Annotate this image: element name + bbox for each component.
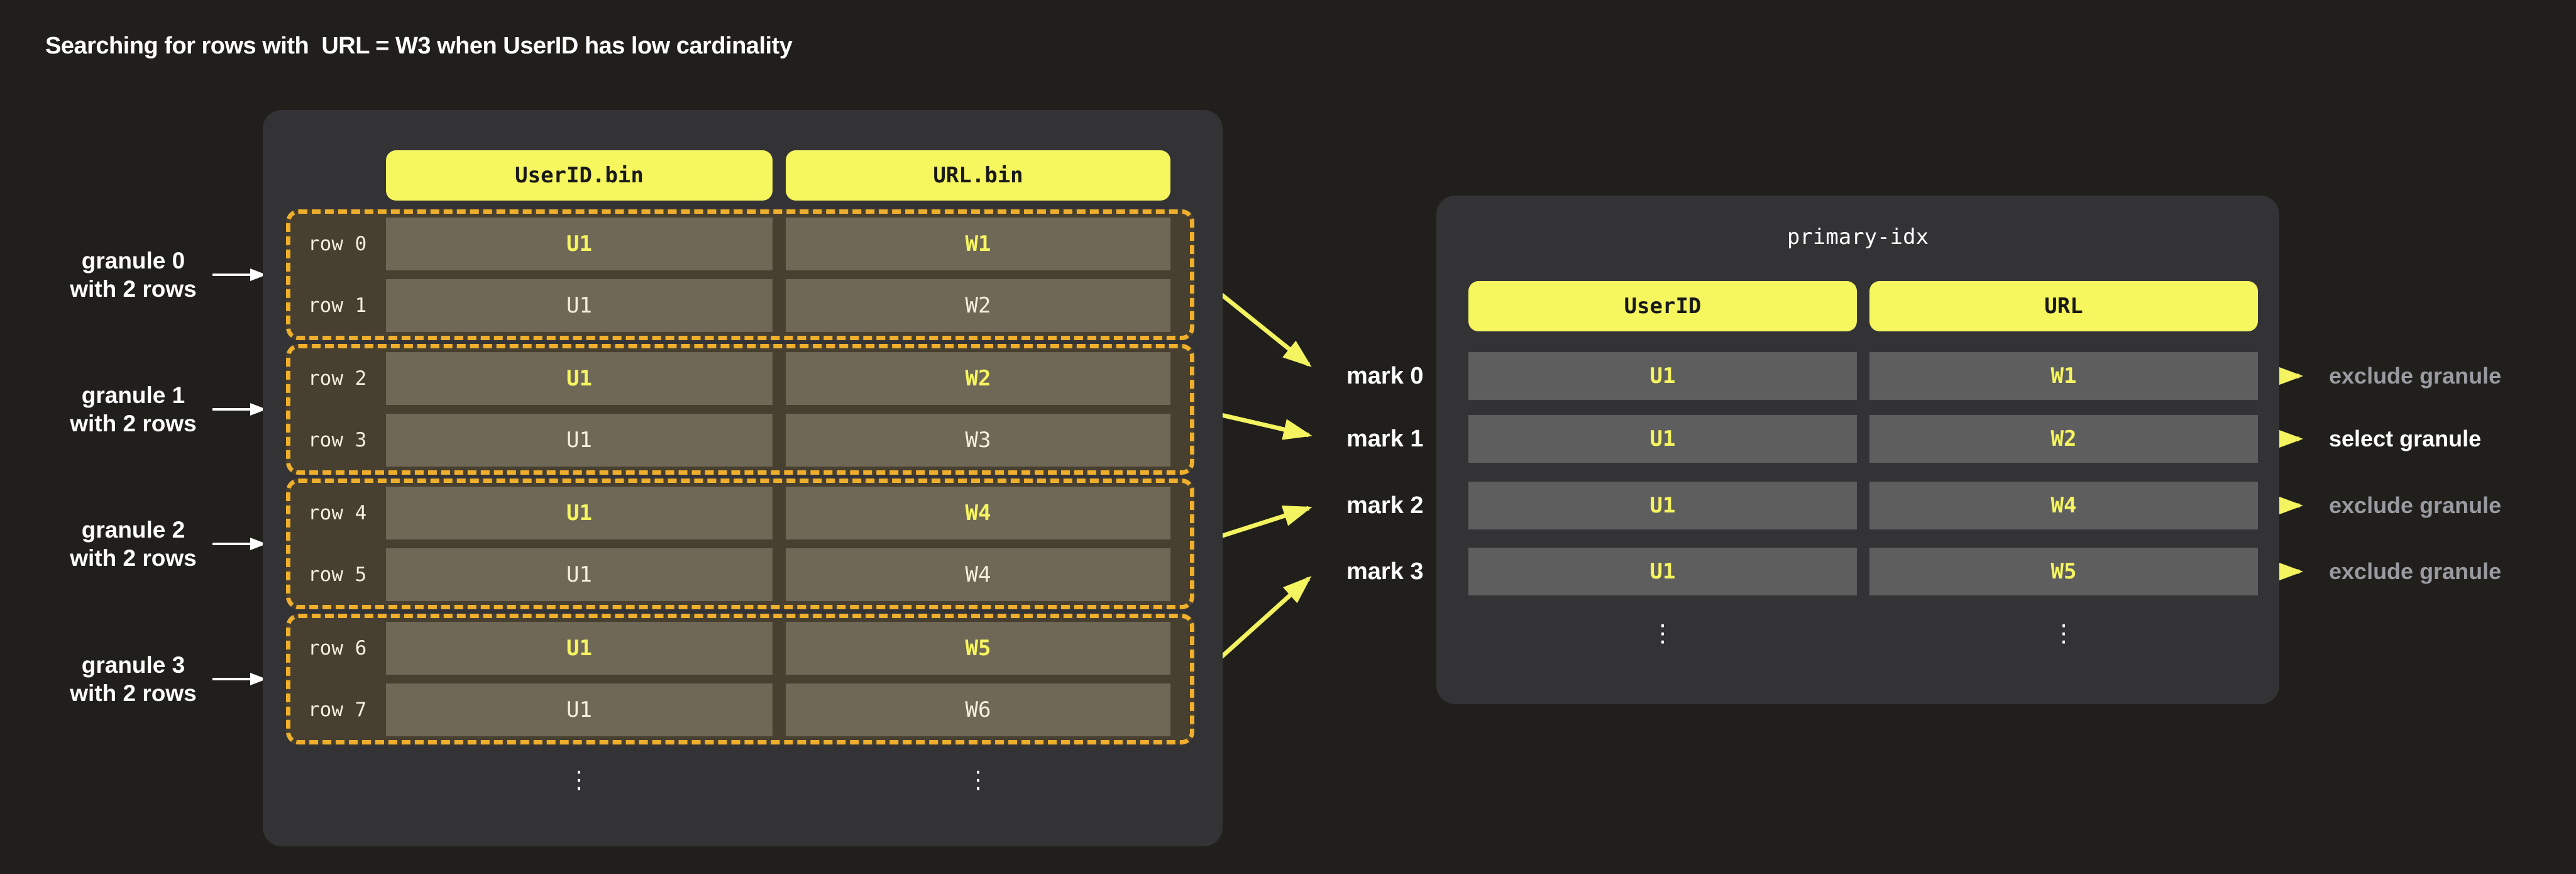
url-cell: W6 [786, 683, 1170, 736]
granule-label-2: granule 2 with 2 rows [58, 516, 209, 572]
granule-label-3: granule 3 with 2 rows [58, 651, 209, 707]
primary-index-title: primary-idx [1786, 224, 1929, 250]
granule-box-1: row 2 U1 W2 row 3 U1 W3 [286, 344, 1194, 475]
index-url-cell: W4 [1869, 482, 2258, 529]
primary-index-panel: primary-idx UserID URL U1 W1 U1 W2 U1 W4… [1436, 196, 2279, 704]
granule-label-line2: with 2 rows [70, 680, 197, 706]
index-url-cell: W1 [1869, 352, 2258, 400]
granule-label-line1: granule 2 [81, 517, 185, 543]
userid-cell: U1 [386, 279, 773, 332]
userid-cell: U1 [386, 548, 773, 601]
granule-label-line2: with 2 rows [70, 545, 197, 571]
bin-files-panel: UserID.bin URL.bin row 0 U1 W1 row 1 U1 … [263, 110, 1223, 846]
mark-label-0: mark 0 [1346, 363, 1424, 389]
table-row: row 3 U1 W3 [290, 414, 1190, 467]
row-label: row 0 [308, 233, 367, 255]
action-label-1: select granule [2329, 426, 2482, 451]
userid-cell: U1 [386, 218, 773, 270]
action-label-0: exclude granule [2329, 363, 2502, 389]
row-label: row 3 [308, 429, 367, 451]
granule-label-line2: with 2 rows [70, 276, 197, 302]
granule-label-line1: granule 1 [81, 382, 185, 408]
mark-label-2: mark 2 [1346, 492, 1424, 519]
mark-label-1: mark 1 [1346, 426, 1424, 452]
index-userid-cell: U1 [1468, 352, 1857, 400]
table-row: row 6 U1 W5 [290, 622, 1190, 675]
userid-cell: U1 [386, 683, 773, 736]
column-header-userid-bin: UserID.bin [386, 150, 773, 201]
column-header-url: URL [1869, 281, 2258, 331]
mark-label-3: mark 3 [1346, 558, 1424, 585]
column-ellipsis: ⋮ [1651, 619, 1675, 647]
url-cell: W5 [786, 622, 1170, 675]
table-row: row 0 U1 W1 [290, 218, 1190, 270]
url-cell: W2 [786, 279, 1170, 332]
url-cell: W1 [786, 218, 1170, 270]
index-userid-cell: U1 [1468, 482, 1857, 529]
action-label-3: exclude granule [2329, 558, 2502, 584]
action-label-2: exclude granule [2329, 492, 2502, 518]
userid-cell: U1 [386, 622, 773, 675]
userid-cell: U1 [386, 487, 773, 539]
table-row: row 5 U1 W4 [290, 548, 1190, 601]
table-row: row 2 U1 W2 [290, 352, 1190, 405]
granule-label-1: granule 1 with 2 rows [58, 381, 209, 438]
userid-cell: U1 [386, 352, 773, 405]
column-header-userid: UserID [1468, 281, 1857, 331]
url-cell: W3 [786, 414, 1170, 467]
row-label: row 7 [308, 699, 367, 721]
row-label: row 5 [308, 563, 367, 586]
row-label: row 6 [308, 637, 367, 660]
index-userid-cell: U1 [1468, 548, 1857, 595]
userid-cell: U1 [386, 414, 773, 467]
table-row: row 7 U1 W6 [290, 683, 1190, 736]
granule-box-3: row 6 U1 W5 row 7 U1 W6 [286, 614, 1194, 744]
url-cell: W4 [786, 487, 1170, 539]
table-row: row 1 U1 W2 [290, 279, 1190, 332]
url-cell: W4 [786, 548, 1170, 601]
index-url-cell: W2 [1869, 415, 2258, 463]
index-url-cell: W5 [1869, 548, 2258, 595]
granule-label-line1: granule 3 [81, 652, 185, 678]
row-label: row 1 [308, 294, 367, 317]
index-userid-cell: U1 [1468, 415, 1857, 463]
granule-box-0: row 0 U1 W1 row 1 U1 W2 [286, 209, 1194, 340]
granule-label-0: granule 0 with 2 rows [58, 246, 209, 303]
granule-label-line2: with 2 rows [70, 411, 197, 436]
url-cell: W2 [786, 352, 1170, 405]
column-header-url-bin: URL.bin [786, 150, 1170, 201]
row-label: row 4 [308, 502, 367, 524]
table-row: row 4 U1 W4 [290, 487, 1190, 539]
granule-box-2: row 4 U1 W4 row 5 U1 W4 [286, 478, 1194, 609]
granule-label-line1: granule 0 [81, 248, 185, 274]
column-ellipsis: ⋮ [567, 766, 591, 794]
row-label: row 2 [308, 367, 367, 390]
column-ellipsis: ⋮ [966, 766, 990, 794]
column-ellipsis: ⋮ [2052, 619, 2076, 647]
diagram-title: Searching for rows with URL = W3 when Us… [45, 33, 793, 59]
